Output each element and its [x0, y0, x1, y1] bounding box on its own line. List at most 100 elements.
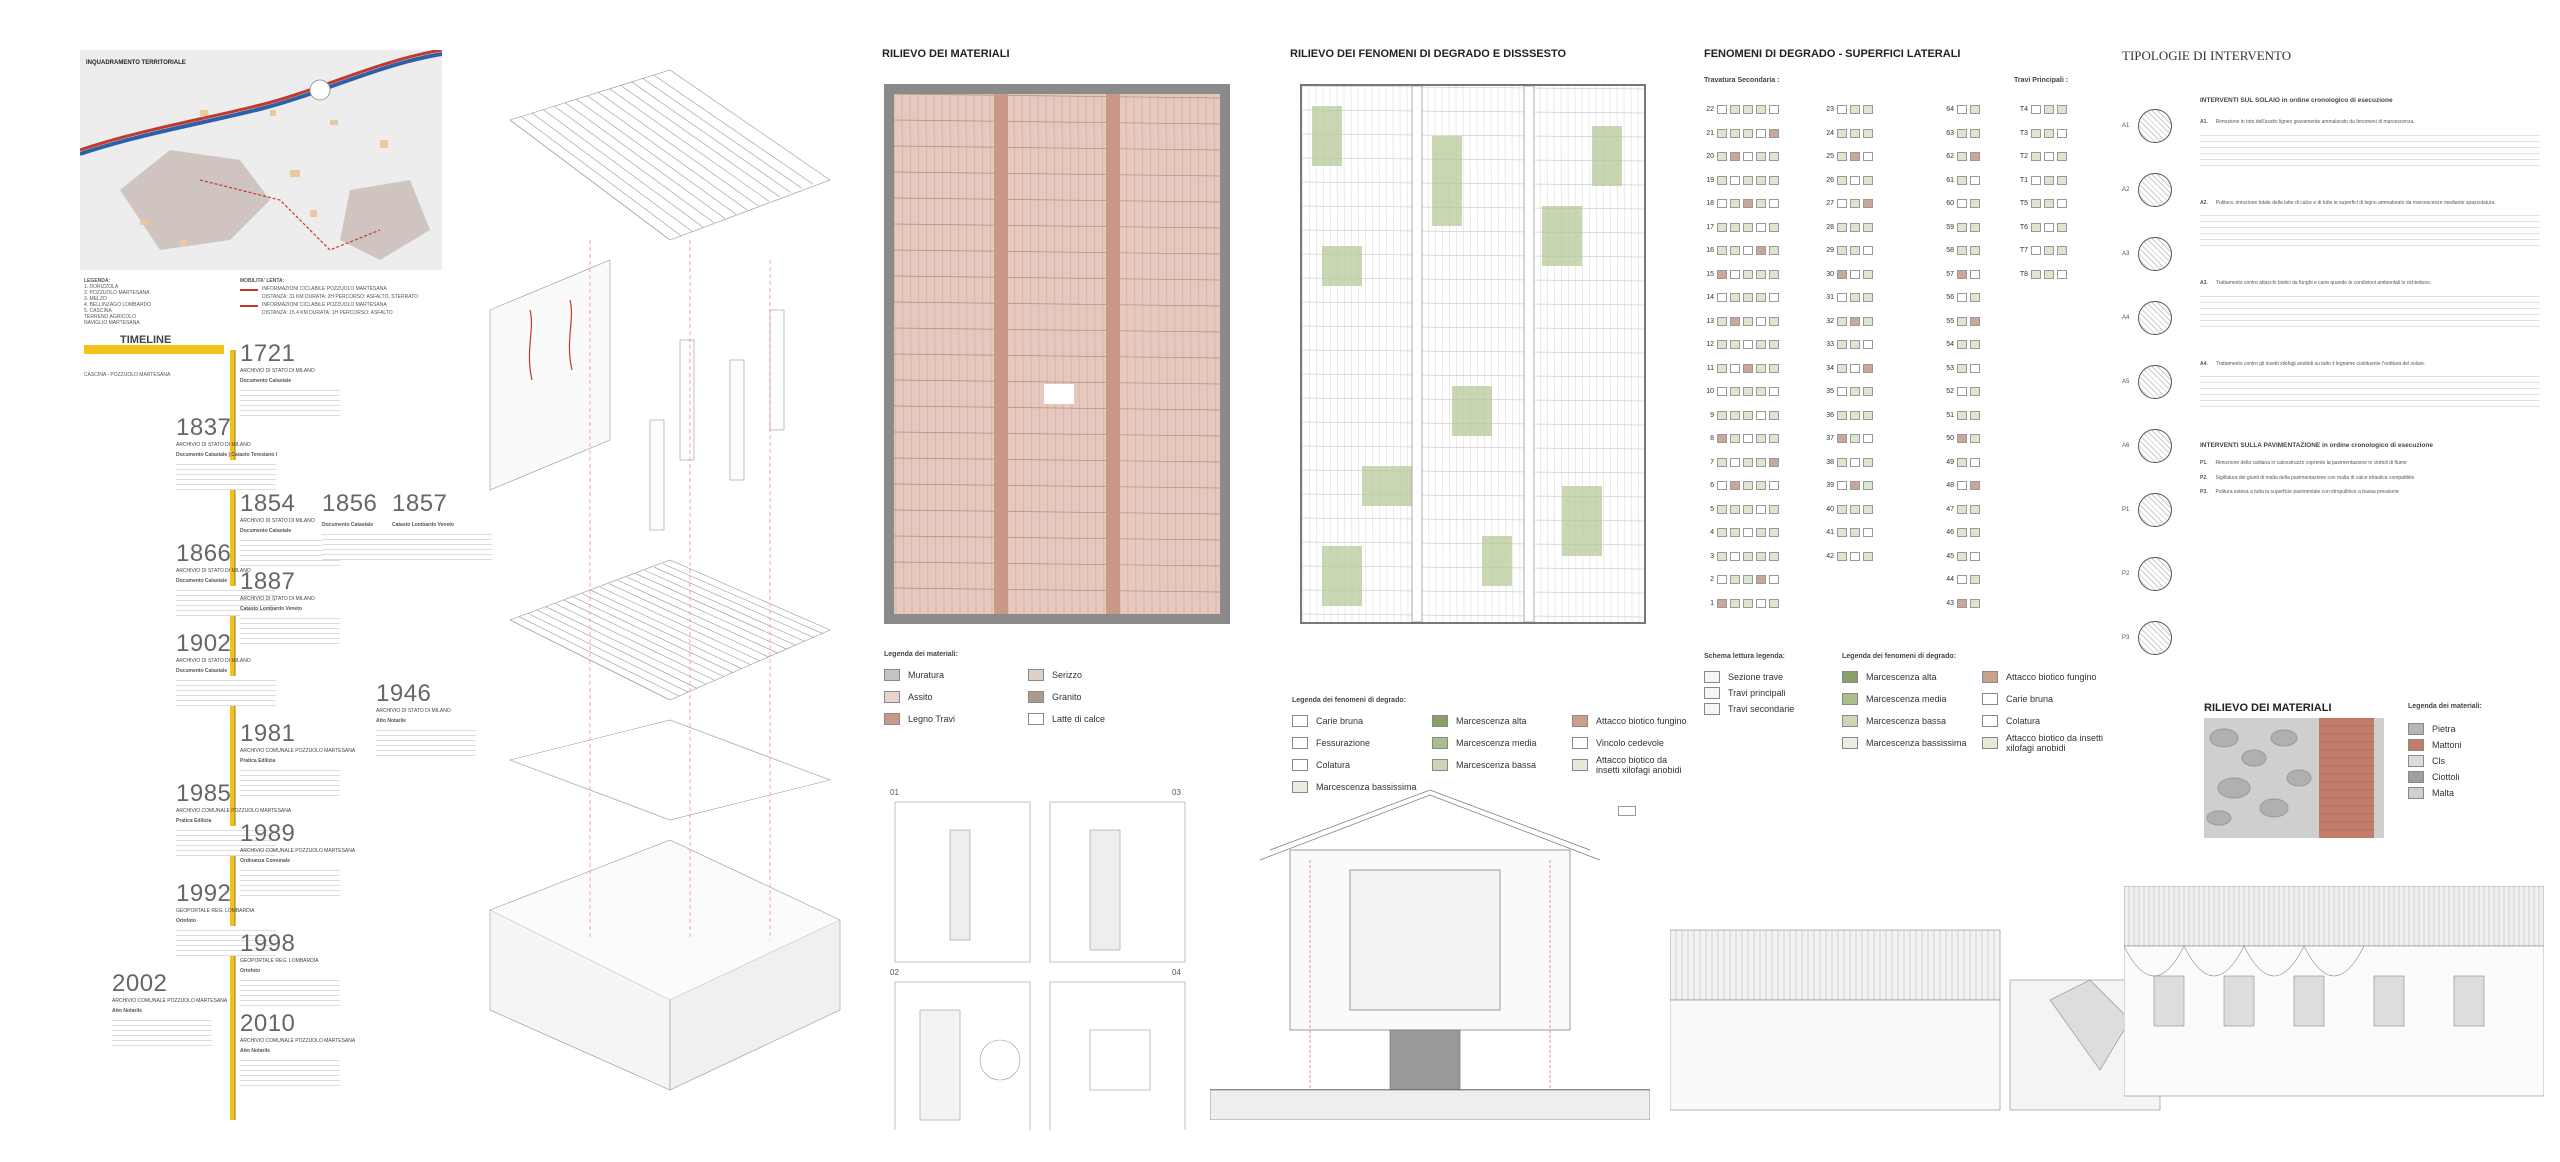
surface-cell	[1863, 152, 1873, 162]
surface-cell	[1743, 269, 1753, 279]
surface-cell	[1837, 222, 1847, 232]
surface-cell	[1863, 504, 1873, 514]
surface-row-number: 36	[1826, 411, 1834, 419]
timeline-doc-text	[240, 976, 340, 1006]
exploded-axonometry	[470, 60, 850, 1100]
schema-label: Travi principali	[1728, 688, 1786, 698]
timeline-doc-text	[376, 726, 476, 756]
rilievo2-legend-item-swatch	[2408, 771, 2424, 783]
degrado-legend: Legenda dei fenomeni di degrado: Carie b…	[1292, 696, 1692, 795]
degrado-legend-item-label: Marcescenza bassissima	[1316, 782, 1417, 792]
surface-cell	[1850, 387, 1860, 397]
degrado-legend-item-label: Marcescenza media	[1456, 738, 1537, 748]
surface-row-number: 28	[1826, 223, 1834, 231]
surface-cell	[1717, 199, 1727, 209]
surface-cell	[1837, 269, 1847, 279]
surface-cell	[1730, 269, 1740, 279]
map-legend-item: NAVIGLIO MARTESANA	[84, 320, 140, 326]
surface-cell	[1863, 128, 1873, 138]
surface-cell	[1837, 293, 1847, 303]
surface-cell	[1850, 316, 1860, 326]
travi-row-label: T4	[2019, 106, 2028, 114]
rilievo2-legend-item: Ciottoli	[2408, 769, 2548, 785]
surface-row: 22	[1700, 98, 1810, 122]
intervention-code: A5	[2122, 379, 2130, 385]
surface-row-number: 25	[1826, 153, 1834, 161]
timeline-title: TIMELINE	[120, 334, 172, 346]
timeline-doc-text	[176, 460, 276, 490]
superfici-legend-item: Marcescenza alta	[1842, 669, 1982, 685]
travi-cell	[2057, 152, 2067, 162]
materials-legend-item-label: Legno Travi	[908, 714, 956, 724]
intervention-item: A3.Trattamento contro attacchi biotici d…	[2200, 280, 2540, 331]
surface-cell	[1837, 528, 1847, 538]
travi-row-label: T5	[2019, 200, 2028, 208]
surface-row: 40	[1820, 498, 1930, 522]
surface-cell	[1717, 175, 1727, 185]
surface-row: 44	[1940, 568, 2030, 592]
timeline-source: ARCHIVIO DI STATO DI MILANO	[376, 708, 451, 714]
surface-cell	[1957, 316, 1967, 326]
surface-row: 32	[1820, 310, 1930, 334]
surface-row: 36	[1820, 404, 1930, 428]
surface-cell	[1769, 363, 1779, 373]
intervention-item-filler	[2200, 371, 2540, 411]
surface-row: 63	[1940, 122, 2030, 146]
rilievo2-legend-item-label: Ciottoli	[2432, 772, 2460, 782]
timeline-source: ARCHIVIO COMUNALE POZZUOLO MARTESANA	[176, 808, 292, 814]
rilievo2-legend-item-label: Pietra	[2432, 724, 2456, 734]
surface-cell	[1743, 293, 1753, 303]
surface-cell	[1970, 598, 1980, 608]
travi-row: T2	[2014, 145, 2094, 169]
surface-cell	[1970, 575, 1980, 585]
surface-cell	[1756, 363, 1766, 373]
timeline-year: 1992	[176, 880, 232, 907]
surface-row-number: 33	[1826, 341, 1834, 349]
timeline-doc: Atto Notarile	[112, 1008, 142, 1014]
degrado-legend-item-label: Attacco biotico da insetti xilofagi anob…	[1596, 755, 1682, 775]
timeline-doc: Ortofoto	[176, 918, 196, 924]
interventi-title: TIPOLOGIE DI INTERVENTO	[2122, 48, 2292, 63]
schema-item: Travi principali	[1704, 685, 1834, 701]
surface-row: 2	[1700, 568, 1810, 592]
materials-legend-item-label: Granito	[1052, 692, 1082, 702]
pavement-item-code: P2.	[2200, 474, 2208, 481]
rilievo2-legend-item-swatch	[2408, 755, 2424, 767]
timeline-source: ARCHIVIO DI STATO DI MILANO	[176, 658, 251, 664]
mobility-item: DISTANZA: 31 KM DURATA: 2H PERCORSO: ASF…	[240, 294, 440, 300]
surface-row: 4	[1700, 521, 1810, 545]
materials-legend-item-swatch	[884, 691, 900, 703]
intervention-item-text: Pulitura: rimozione totale della latte d…	[2215, 199, 2496, 206]
surface-cell	[1717, 434, 1727, 444]
surface-cell	[1837, 175, 1847, 185]
surface-row-number: 39	[1826, 482, 1834, 490]
degrado-legend-item: Marcescenza bassa	[1432, 757, 1572, 773]
timeline-subtitle: CASCINA - POZZUOLO MARTESANA	[84, 372, 171, 378]
surface-cell	[1863, 293, 1873, 303]
surface-row: 57	[1940, 263, 2030, 287]
surface-cell	[1970, 128, 1980, 138]
surface-cell	[1970, 387, 1980, 397]
surface-row: 50	[1940, 427, 2030, 451]
map-graphic	[80, 50, 442, 270]
surface-row: 55	[1940, 310, 2030, 334]
materials-legend-item: Assito	[884, 689, 1024, 705]
section-label-03: 03	[1172, 788, 1181, 797]
surface-cell	[1743, 246, 1753, 256]
surface-row: 14	[1700, 286, 1810, 310]
timeline-year: 1902	[176, 630, 232, 657]
surface-cell	[1743, 387, 1753, 397]
surface-cell	[1863, 199, 1873, 209]
surface-row: 43	[1940, 592, 2030, 616]
travi-cell	[2044, 175, 2054, 185]
surface-cell	[1850, 528, 1860, 538]
timeline-year: 1857	[392, 490, 448, 517]
surface-cell	[1863, 434, 1873, 444]
intervention-code: P2	[2122, 571, 2130, 577]
surface-row-number: 6	[1710, 482, 1714, 490]
surface-cell	[1769, 504, 1779, 514]
surface-cell	[1850, 175, 1860, 185]
intervention-code: P3	[2122, 635, 2130, 641]
